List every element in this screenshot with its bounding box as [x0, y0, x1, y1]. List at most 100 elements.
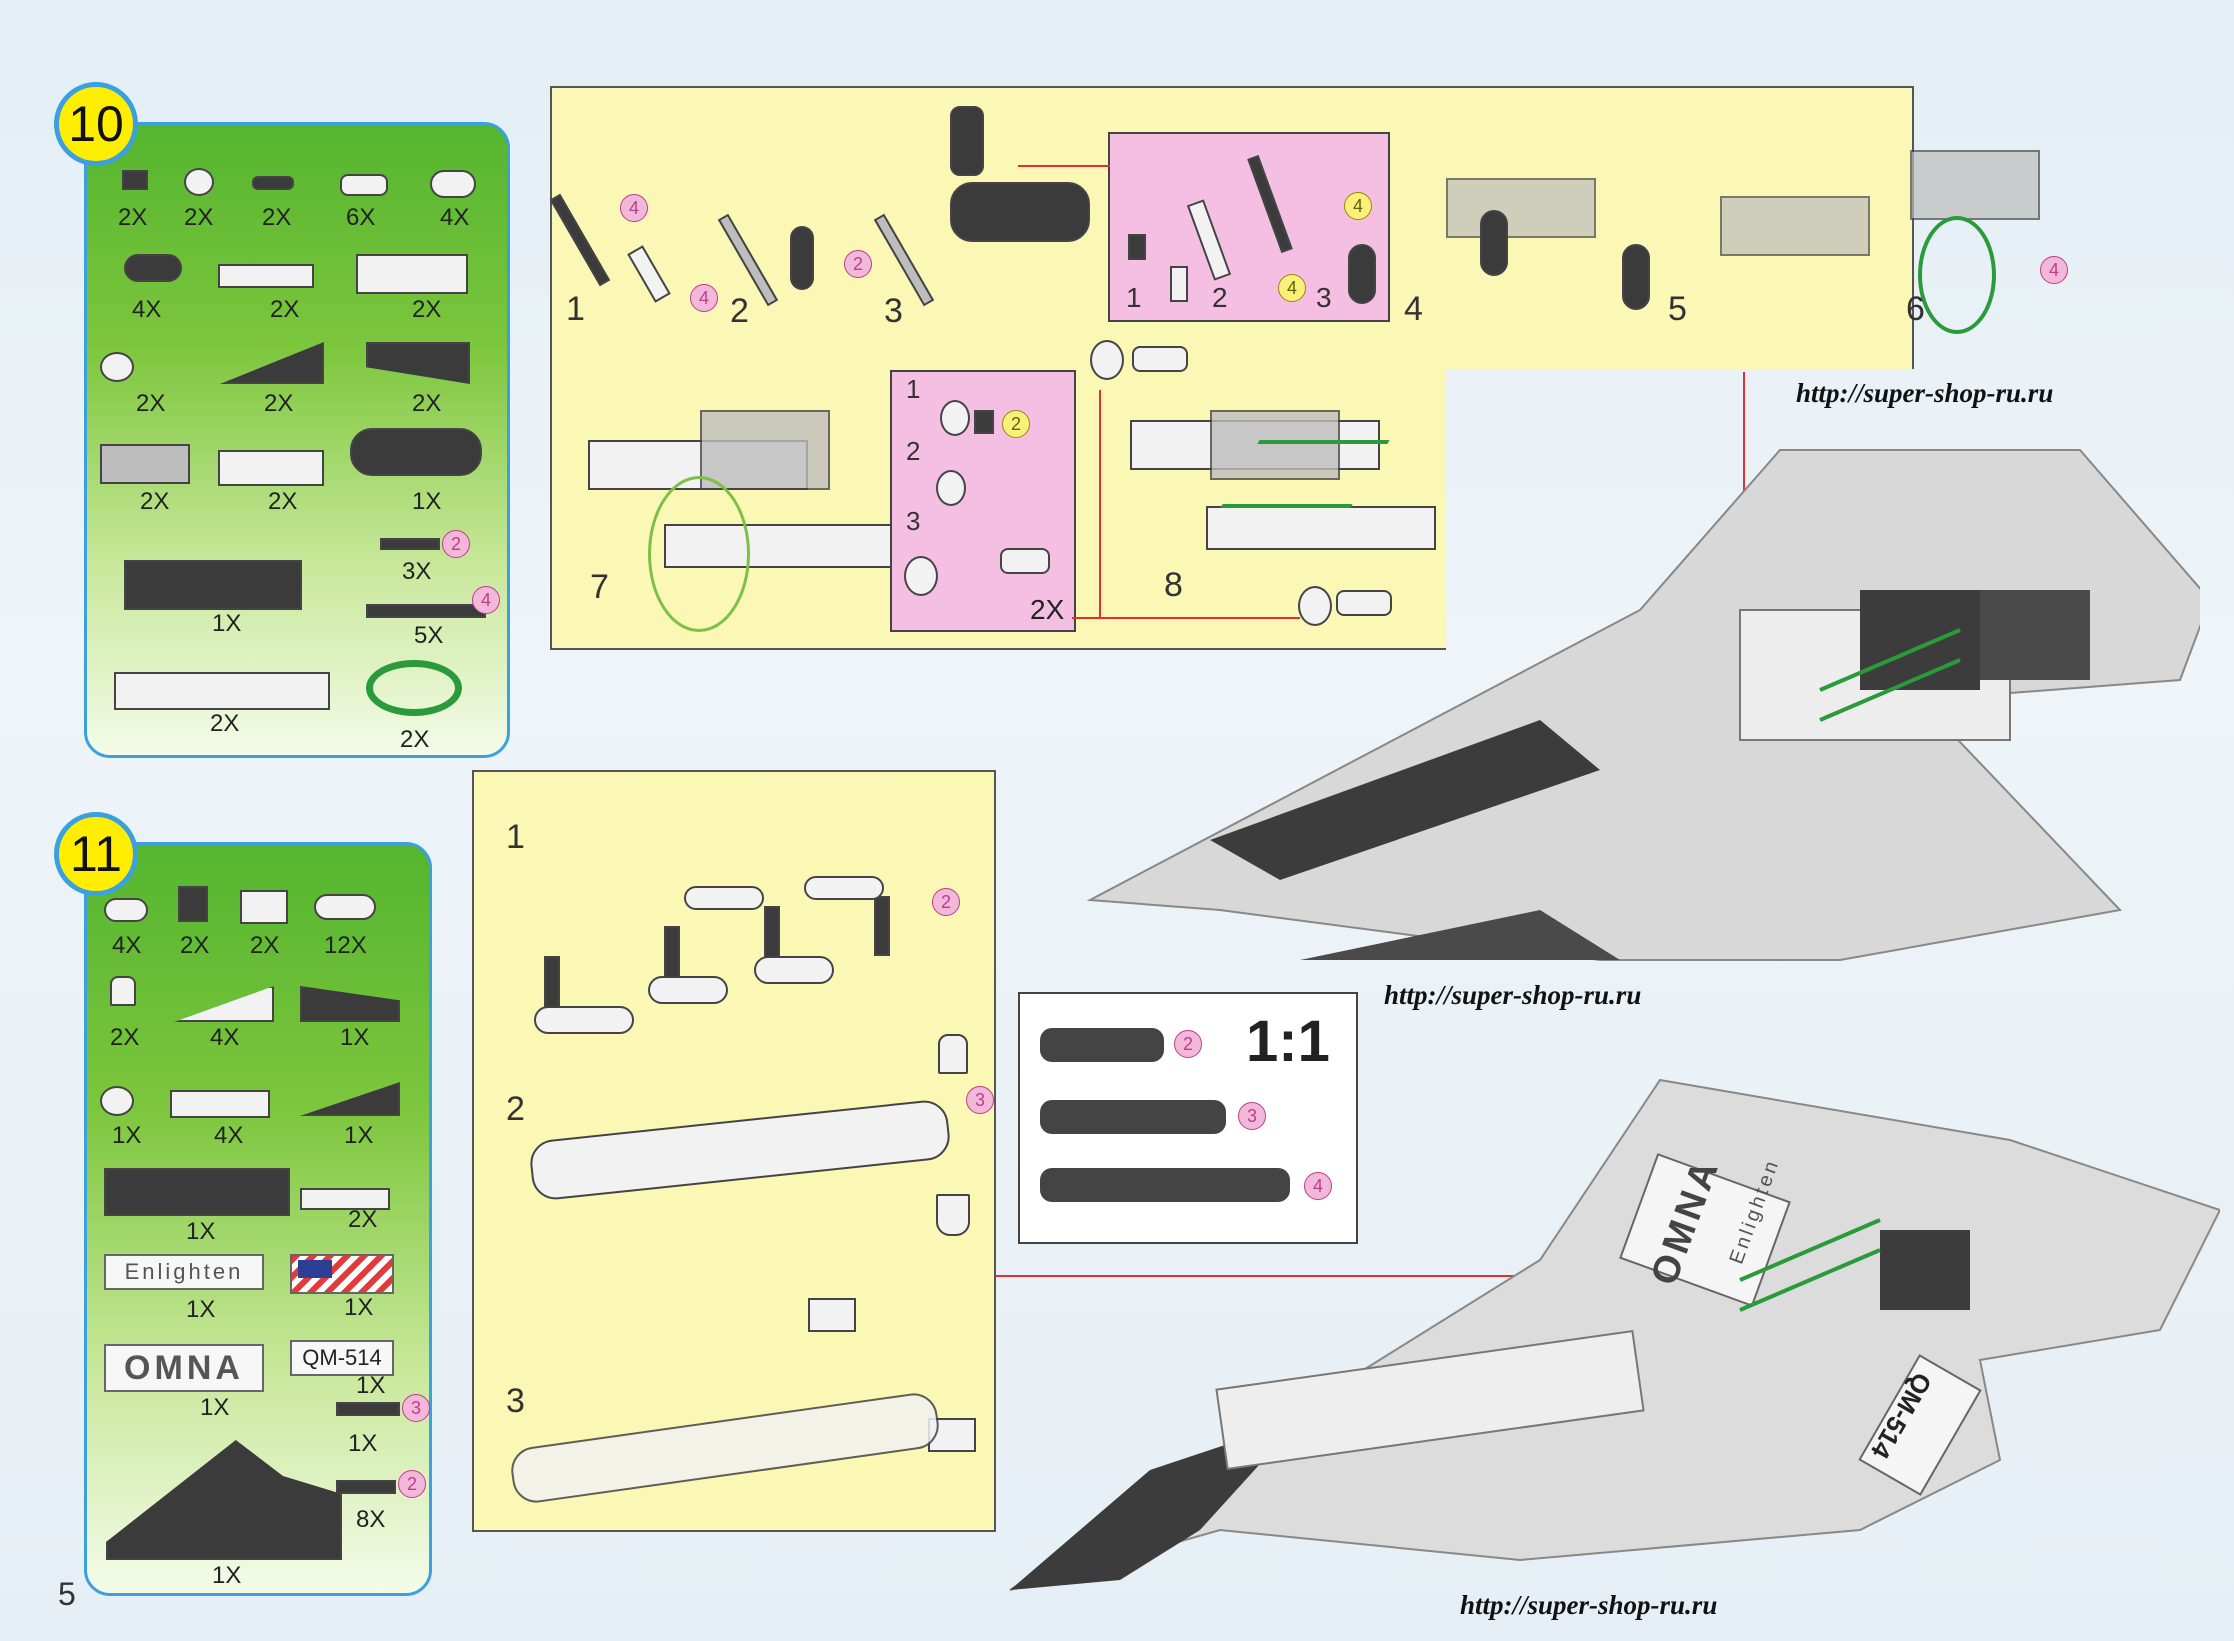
joiner-part: [1170, 266, 1188, 302]
qty: 2X: [136, 390, 166, 417]
part-brick-1x4: [218, 450, 324, 486]
part-beam-3: [124, 254, 182, 282]
length-marker: 2: [844, 250, 872, 278]
qty: 2X: [110, 1024, 140, 1051]
beam-part: [790, 226, 814, 290]
qty: 2X: [118, 204, 148, 231]
step-number: 6: [1906, 290, 1925, 328]
part-clip: [100, 1086, 134, 1116]
length-marker: 4: [1304, 1172, 1332, 1200]
part-wedge-small: [170, 1090, 270, 1118]
beam-segment: [684, 886, 764, 910]
length-marker: 3: [402, 1394, 430, 1422]
beam-segment: [648, 976, 728, 1004]
qty: 4X: [132, 296, 162, 323]
qty: 4X: [214, 1122, 244, 1149]
part-cone: [110, 976, 136, 1006]
plane-assembly-final: OMNA Enlighten QM-514: [1000, 1060, 2222, 1600]
qty: 2X: [412, 390, 442, 417]
step-number: 2: [730, 292, 749, 330]
source-url: http://super-shop-ru.ru: [1460, 1590, 1718, 1620]
qty: 4X: [440, 204, 470, 231]
qty: 2X: [270, 296, 300, 323]
length-marker: 4: [2040, 256, 2068, 284]
source-url: http://super-shop-ru.ru: [1384, 980, 1642, 1010]
tile-usa-flag: [290, 1254, 394, 1294]
part-beam-2-green: [314, 894, 376, 920]
length-marker: 4: [472, 586, 500, 614]
step-number: 3: [506, 1382, 525, 1420]
connector-part: [936, 470, 966, 506]
connector-part: [1090, 340, 1124, 380]
part-axle-2: [336, 1480, 396, 1494]
plane-assembly-upper: [1080, 440, 2212, 980]
qty: 2X: [348, 1206, 378, 1233]
qty: 2X: [412, 296, 442, 323]
frame-assembly: [1210, 410, 1340, 480]
cone-part: [936, 1194, 970, 1236]
connector-part: [904, 556, 938, 596]
qty: 2X: [262, 204, 292, 231]
step-number: 4: [1404, 290, 1423, 328]
qty: 2X: [250, 932, 280, 959]
inset-qty: 2X: [1030, 594, 1065, 625]
beam-frame: [1206, 506, 1436, 550]
tile-omna: OMNA: [104, 1344, 264, 1392]
pin-part: [974, 410, 994, 434]
part-brick-1x1: [178, 886, 208, 922]
qty: 2X: [180, 932, 210, 959]
part-l-beam: [350, 428, 482, 476]
step-number: 2: [506, 1090, 525, 1128]
qty: 1X: [348, 1430, 378, 1457]
qty: 2X: [184, 204, 214, 231]
step-number: 1: [506, 818, 525, 856]
qty: 2X: [264, 390, 294, 417]
cone-part: [938, 1034, 968, 1074]
connector-part: [940, 400, 970, 436]
rubber-band: [1918, 216, 1996, 334]
qty: 1X: [340, 1024, 370, 1051]
qty: 6X: [346, 204, 376, 231]
axle-3-scale: [1040, 1100, 1226, 1134]
qty: 1X: [112, 1122, 142, 1149]
beam-part: [1348, 244, 1376, 304]
length-marker: 3: [1238, 1102, 1266, 1130]
part-beam-2: [430, 170, 476, 198]
step-number: 7: [590, 568, 609, 606]
qty: 1X: [344, 1294, 374, 1321]
part-pin: [252, 176, 294, 190]
qty: 1X: [412, 488, 442, 515]
length-marker: 4: [1344, 192, 1372, 220]
connector-part: [1298, 586, 1332, 626]
qty: 1X: [212, 1562, 242, 1589]
frame-assembly: [700, 410, 830, 490]
qty: 5X: [414, 622, 444, 649]
step11-badge: 11: [54, 812, 138, 896]
inset-step-number: 1: [1126, 282, 1142, 313]
frame-assembly: [1446, 178, 1596, 238]
part-plate-1x4: [300, 1188, 390, 1210]
inset-step-number: 2: [906, 436, 921, 466]
pin-part: [1128, 234, 1146, 260]
part-axle-connector: [100, 352, 134, 382]
length-marker: 2: [1174, 1030, 1202, 1058]
part-technic-beam-8: [114, 672, 330, 710]
qty: 2X: [268, 488, 298, 515]
rubber-band: [648, 476, 750, 632]
beam-segment: [804, 876, 884, 900]
qty: 12X: [324, 932, 367, 959]
frame-assembly: [1720, 196, 1870, 256]
axle-segment: [874, 896, 890, 956]
part-plate-2x3: [100, 444, 190, 484]
part-axle-3: [380, 538, 440, 550]
tile-enlighten: Enlighten: [104, 1254, 264, 1290]
part-connector: [184, 168, 214, 196]
beam-top-part: [950, 106, 984, 176]
part-plate-2x4: [356, 254, 468, 294]
joiner-part: [1000, 548, 1050, 574]
beam-segment: [754, 956, 834, 984]
inset-step-number: 3: [1316, 282, 1332, 313]
scale-ratio: 1:1: [1246, 1009, 1330, 1074]
length-marker: 2: [1002, 410, 1030, 438]
technic-brick-part: [808, 1298, 856, 1332]
